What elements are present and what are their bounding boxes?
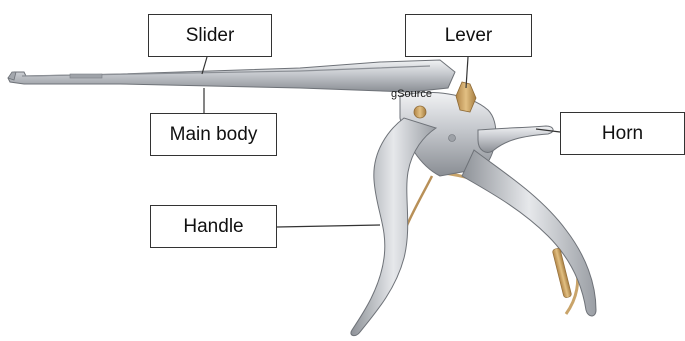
watermark-text: gSource (391, 88, 432, 100)
main-body-label: Main body (150, 113, 277, 156)
handle-leader (277, 225, 380, 227)
horn-label: Horn (560, 112, 685, 155)
slider-label: Slider (148, 14, 272, 57)
pivot-screw (414, 106, 426, 118)
pivot-screw-2 (449, 135, 456, 142)
slider-slot (70, 74, 102, 78)
handle-label: Handle (150, 205, 277, 248)
lever-label: Lever (405, 14, 532, 57)
